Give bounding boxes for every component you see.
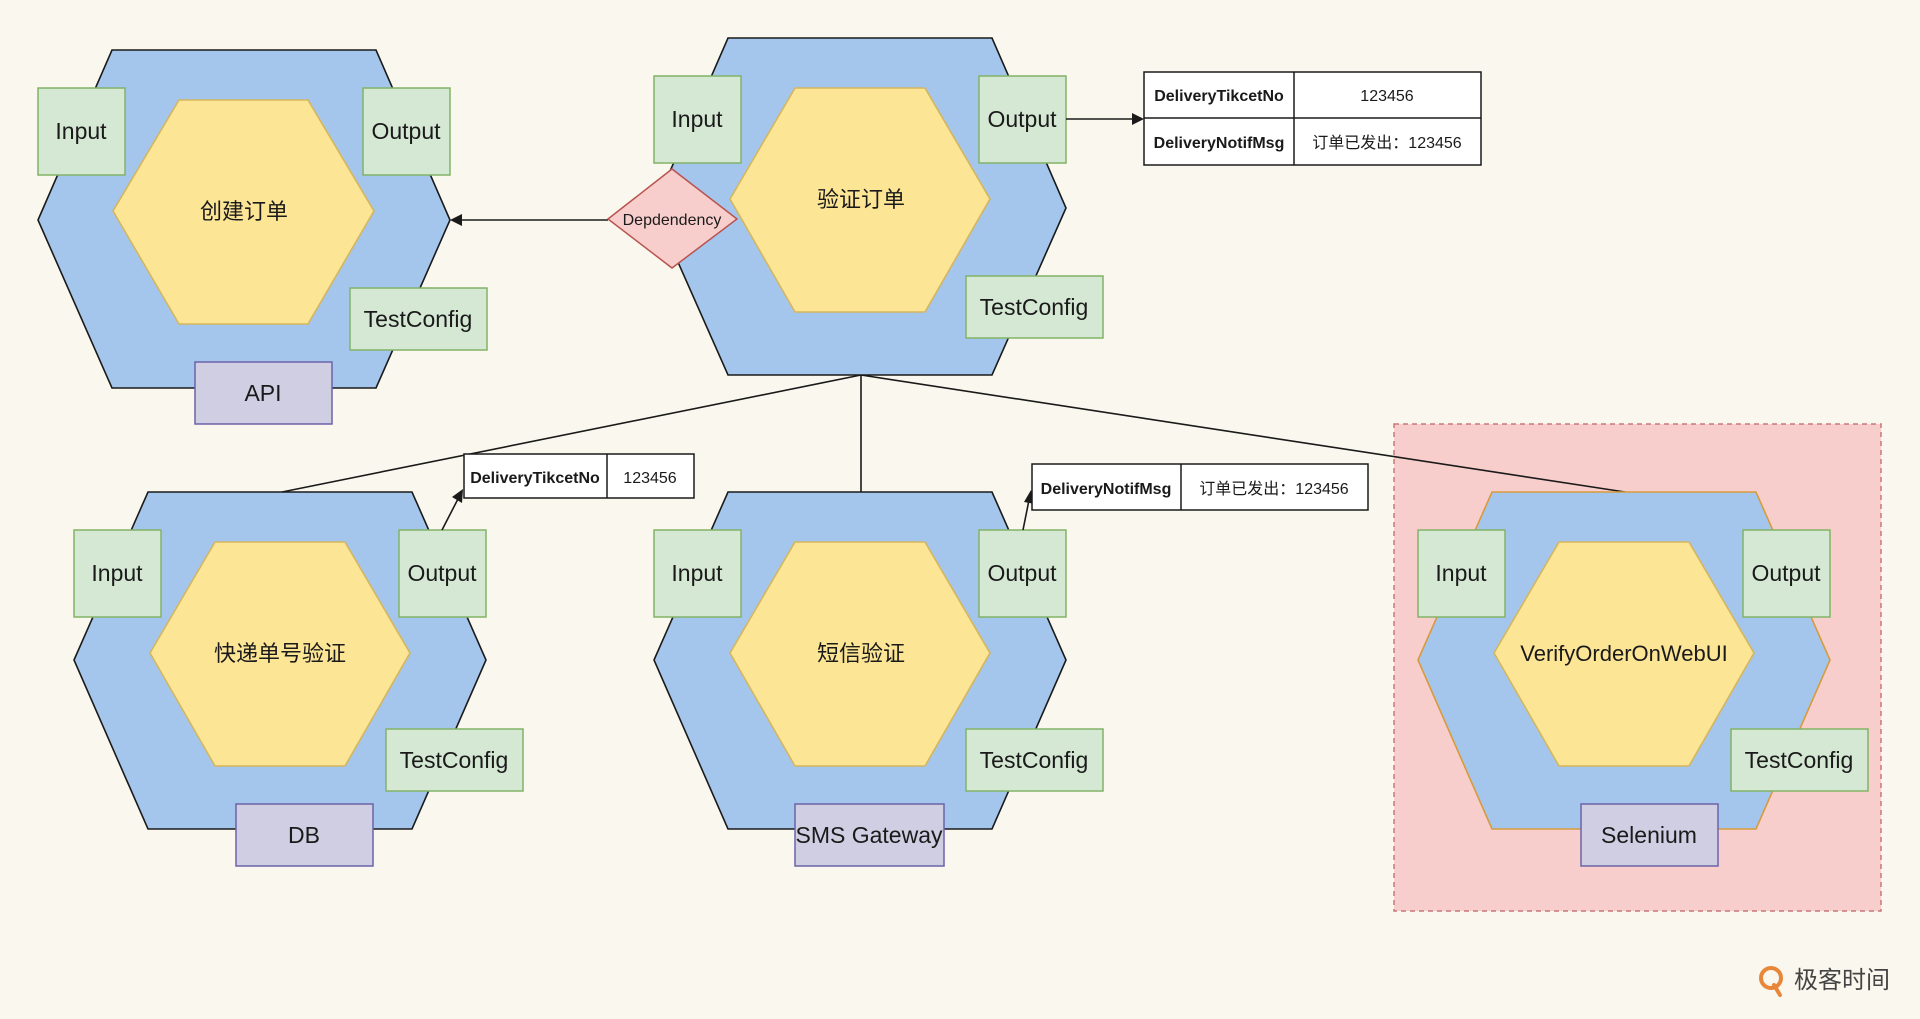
input-label: Input: [671, 106, 723, 132]
table-value: 123456: [623, 470, 676, 487]
output-label: Output: [407, 560, 477, 586]
input-label: Input: [91, 560, 143, 586]
sms-output-table: DeliveryNotifMsg 订单已发出：123456: [1031, 463, 1369, 511]
verify-output-link: [1066, 113, 1144, 125]
adapter-label: DB: [288, 822, 320, 848]
core-label: VerifyOrderOnWebUI: [1520, 641, 1727, 666]
testconfig-box[interactable]: [965, 275, 1104, 339]
table-key: DeliveryNotifMsg: [1041, 481, 1172, 498]
adapter-box[interactable]: [794, 803, 945, 867]
testconfig-box[interactable]: [965, 728, 1104, 792]
connector-to-webui: [860, 374, 1626, 493]
delivery-output-link: [441, 489, 463, 531]
input-label: Input: [1435, 560, 1487, 586]
testconfig-label: TestConfig: [980, 747, 1089, 773]
adapter-box[interactable]: [194, 361, 333, 425]
table-key: DeliveryTikcetNo: [470, 470, 600, 487]
connectors: [281, 374, 1626, 493]
brand-name: 极客时间: [1794, 967, 1890, 994]
output-box[interactable]: [1742, 529, 1831, 618]
input-label: Input: [55, 118, 107, 144]
adapter-box[interactable]: [1580, 803, 1719, 867]
adapter-label: API: [244, 380, 281, 406]
delivery-output-table: DeliveryTikcetNo 123456: [463, 453, 695, 499]
output-box[interactable]: [362, 87, 451, 176]
module-sms-verify: 短信验证 Input Output TestConfig SMS Gateway: [653, 491, 1104, 867]
core-label: 验证订单: [817, 187, 905, 212]
output-box[interactable]: [978, 529, 1067, 618]
input-box[interactable]: [1417, 529, 1506, 618]
module-create-order: 创建订单 Input Output TestConfig API: [37, 49, 488, 425]
output-label: Output: [371, 118, 441, 144]
input-label: Input: [671, 560, 723, 586]
table-value: 订单已发出：123456: [1312, 134, 1461, 152]
dependency-diamond[interactable]: [606, 168, 739, 269]
dependency-link: Depdendency: [450, 168, 739, 269]
table-value: 123456: [1360, 88, 1413, 105]
core-label: 快递单号验证: [214, 641, 346, 666]
adapter-label: SMS Gateway: [796, 822, 943, 848]
table-value: 订单已发出：123456: [1199, 480, 1348, 498]
testconfig-box[interactable]: [1730, 728, 1869, 792]
input-box[interactable]: [653, 75, 742, 164]
module-verify-order: 验证订单 Input Output TestConfig: [653, 37, 1104, 376]
brand-icon: [1759, 966, 1783, 990]
input-box[interactable]: [653, 529, 742, 618]
testconfig-label: TestConfig: [400, 747, 509, 773]
output-box[interactable]: [978, 75, 1067, 164]
core-hexagon: [112, 99, 375, 325]
output-label: Output: [1751, 560, 1821, 586]
testconfig-box[interactable]: [385, 728, 524, 792]
table-key: DeliveryNotifMsg: [1154, 135, 1285, 152]
dependency-label: Depdendency: [623, 212, 722, 229]
core-hexagon: [1493, 541, 1755, 767]
adapter-label: Selenium: [1601, 822, 1697, 848]
input-box[interactable]: [37, 87, 126, 176]
verify-output-table: DeliveryTikcetNo 123456 DeliveryNotifMsg…: [1143, 71, 1482, 166]
core-label: 创建订单: [200, 199, 288, 224]
core-hexagon: [149, 541, 411, 767]
connector-to-delivery: [281, 374, 862, 493]
output-label: Output: [987, 106, 1057, 132]
adapter-box[interactable]: [235, 803, 374, 867]
module-webui-verify: VerifyOrderOnWebUI Input Output TestConf…: [1417, 491, 1869, 867]
brand-logo: 极客时间: [1759, 966, 1890, 997]
input-box[interactable]: [73, 529, 162, 618]
testconfig-label: TestConfig: [980, 294, 1089, 320]
output-box[interactable]: [398, 529, 487, 618]
core-hexagon: [729, 87, 991, 313]
testconfig-box[interactable]: [349, 287, 488, 351]
core-label: 短信验证: [817, 641, 905, 666]
table-key: DeliveryTikcetNo: [1154, 88, 1284, 105]
module-delivery-verify: 快递单号验证 Input Output TestConfig DB: [73, 491, 524, 867]
core-hexagon: [729, 541, 991, 767]
dependency-arrowhead: [450, 214, 462, 226]
output-label: Output: [987, 560, 1057, 586]
testconfig-label: TestConfig: [1745, 747, 1854, 773]
testconfig-label: TestConfig: [364, 306, 473, 332]
